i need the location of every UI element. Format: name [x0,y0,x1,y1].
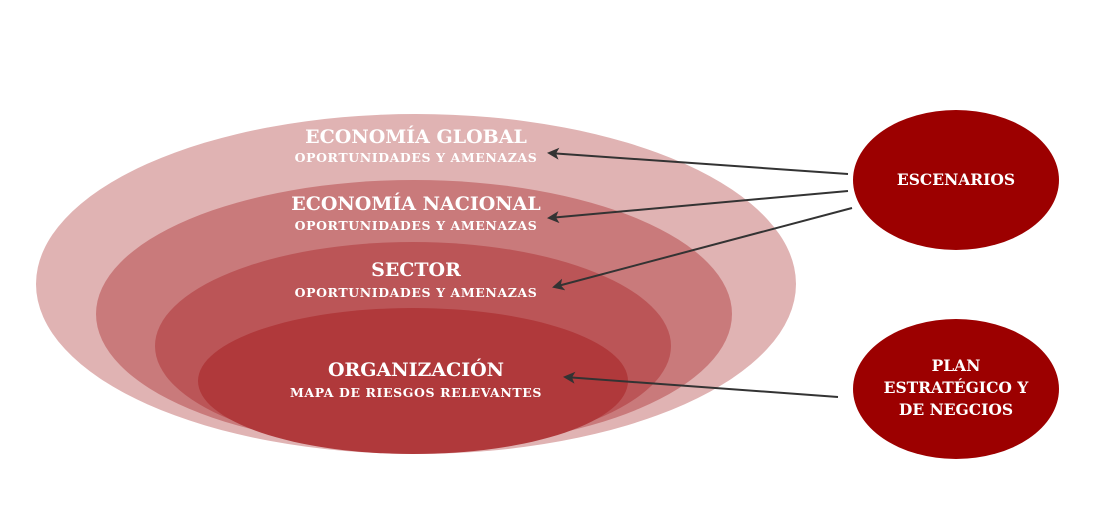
arrow-escenarios-to-sector [552,207,853,291]
node-plan-line-2: ESTRATÉGICO Y [884,378,1030,397]
node-plan-estrategico [853,319,1059,459]
node-plan-line-1: PLAN [932,356,981,375]
ring-economia-global-subtitle: OPORTUNIDADES Y AMENAZAS [295,150,538,165]
ring-organizacion-subtitle: MAPA DE RIESGOS RELEVANTES [290,385,542,400]
ring-economia-global-title: ECONOMÍA GLOBAL [305,125,527,148]
ring-organizacion [198,308,628,454]
ring-economia-nacional-subtitle: OPORTUNIDADES Y AMENAZAS [295,218,538,233]
node-escenarios [853,110,1059,250]
arrow-plan-to-organizacion [563,371,839,398]
ring-economia-nacional-title: ECONOMÍA NACIONAL [291,192,541,215]
node-escenarios-label: ESCENARIOS [897,170,1015,189]
ring-sector-subtitle: OPORTUNIDADES Y AMENAZAS [295,285,538,300]
arrow-escenarios-to-nacional [547,190,849,224]
ring-organizacion-title: ORGANIZACIÓN [328,358,504,381]
ring-sector-title: SECTOR [371,259,461,281]
node-plan-line-3: DE NEGCIOS [899,400,1013,419]
arrow-escenarios-to-global [547,147,849,175]
